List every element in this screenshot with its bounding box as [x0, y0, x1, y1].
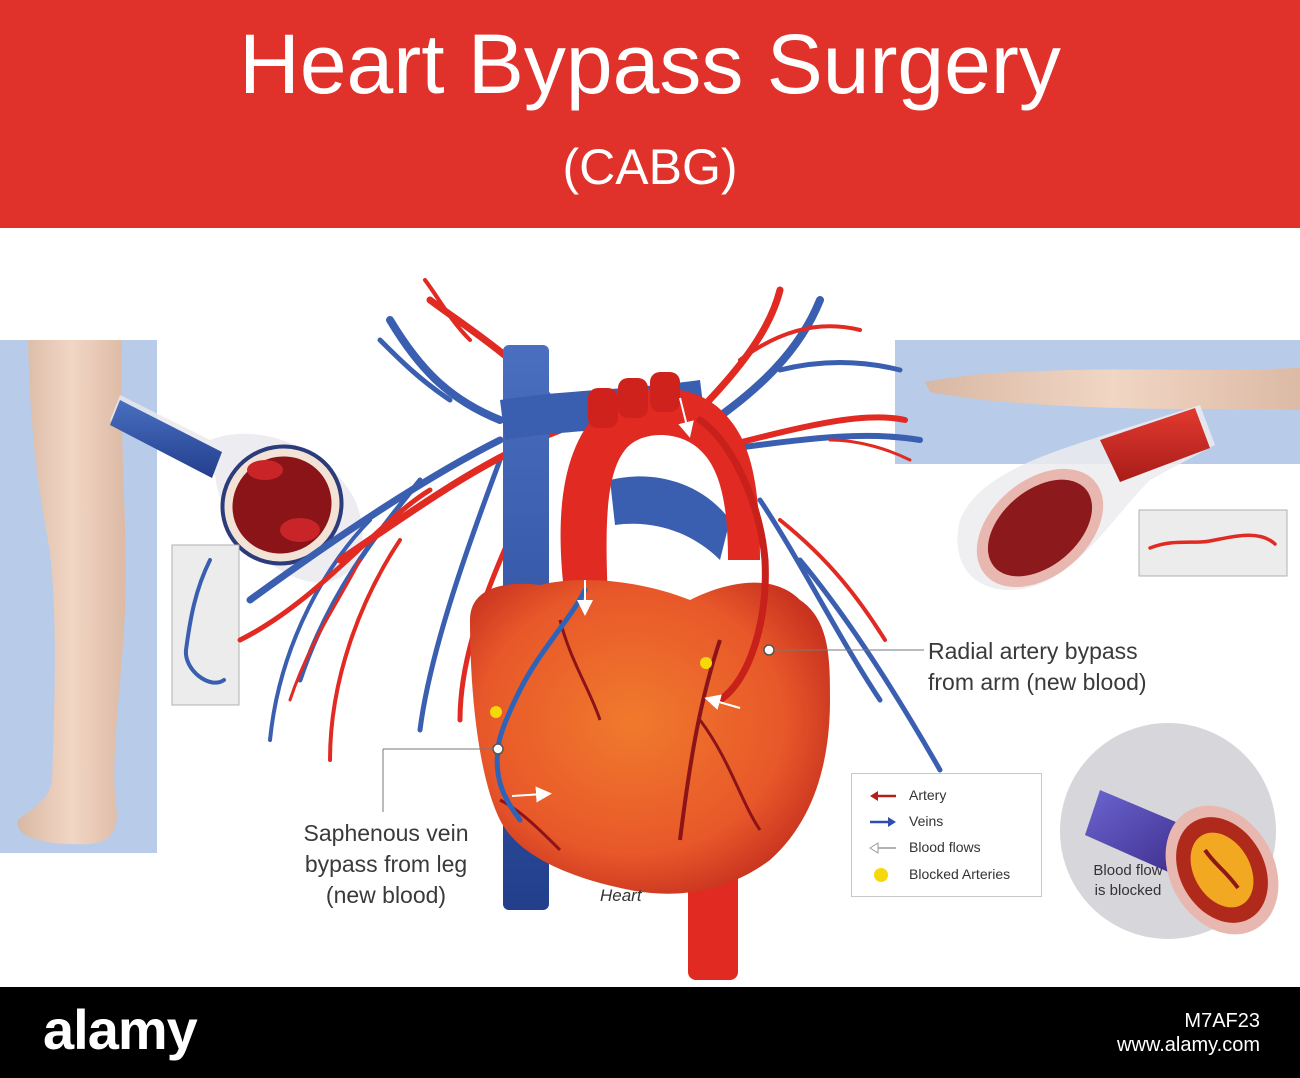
legend-label-blood-flows: Blood flows — [909, 839, 981, 855]
saphenous-vein-graft — [494, 587, 588, 823]
red-arrow-icon — [870, 791, 896, 801]
radial-artery-graft — [696, 416, 769, 704]
title-banner — [0, 0, 1300, 228]
page-title: Heart Bypass Surgery — [239, 17, 1061, 111]
radial-callout-line — [763, 644, 924, 656]
watermark-footer: alamy M7AF23 www.alamy.com — [0, 987, 1300, 1078]
leg-vein-section — [110, 395, 363, 583]
blocked-marker-right — [700, 657, 712, 669]
blocked-flow-label: Blood flow is blocked — [1082, 861, 1174, 901]
blocked-artery-section — [1060, 723, 1279, 939]
legend-label-blocked-arteries: Blocked Arteries — [909, 866, 1011, 882]
heart-label: Heart — [600, 886, 642, 905]
yellow-dot-icon — [874, 868, 888, 882]
legend-label-veins: Veins — [909, 813, 944, 829]
radial-label-line-2: from arm (new blood) — [928, 669, 1147, 695]
arm-artery-section — [957, 405, 1215, 590]
vein-sample-box — [171, 544, 240, 706]
radial-artery-label: Radial artery bypass from arm (new blood… — [928, 636, 1147, 698]
saphenous-vein-label: Saphenous vein bypass from leg (new bloo… — [250, 818, 522, 911]
heart-organ — [470, 580, 830, 894]
image-id: M7AF23 — [1184, 1010, 1260, 1032]
radial-label-line-1: Radial artery bypass — [928, 638, 1138, 664]
page-subtitle: (CABG) — [562, 139, 738, 195]
brand-logo: alamy — [43, 998, 198, 1061]
legend-label-artery: Artery — [909, 787, 947, 803]
blood-flow-arrows — [511, 397, 741, 803]
blocked-label-line-2: is blocked — [1094, 882, 1162, 899]
site-url: www.alamy.com — [1117, 1034, 1260, 1056]
white-arrow-icon — [869, 842, 896, 854]
legend: Artery Veins Blood flows Blocked Arterie… — [851, 773, 1042, 897]
blocked-label-line-1: Blood flow — [1093, 862, 1163, 879]
blue-arrow-icon — [870, 817, 896, 827]
saphenous-label-line-2: bypass from leg — [304, 851, 468, 877]
saphenous-label-line-3: (new blood) — [325, 882, 447, 908]
artery-sample-box — [1138, 509, 1288, 577]
legend-item-veins: Veins — [852, 811, 1043, 833]
saphenous-callout-line — [382, 743, 504, 812]
legend-item-blood-flows: Blood flows — [852, 837, 1043, 859]
legend-item-blocked-arteries: Blocked Arteries — [852, 864, 1043, 886]
image-credit: M7AF23 www.alamy.com — [1117, 1009, 1260, 1057]
blocked-marker-left — [490, 706, 502, 718]
legend-item-artery: Artery — [852, 785, 1043, 807]
saphenous-label-line-1: Saphenous vein — [303, 820, 469, 846]
